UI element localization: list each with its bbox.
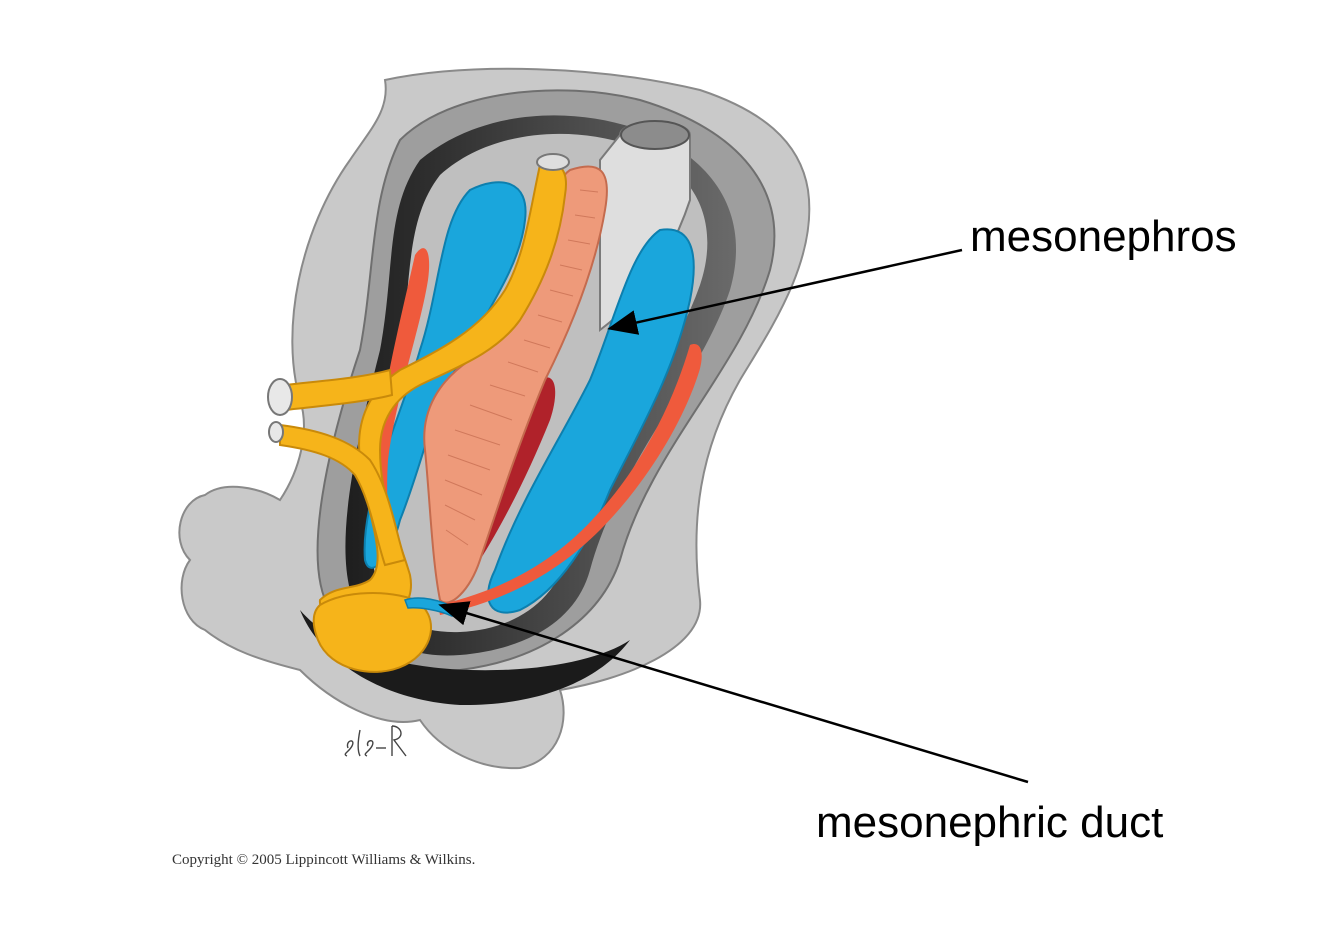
cloaca-opening bbox=[268, 421, 284, 443]
mesonephros-right bbox=[487, 228, 695, 614]
mesonephros-label: mesonephros bbox=[970, 212, 1237, 261]
gut-texture bbox=[444, 189, 599, 546]
cloaca-bulb bbox=[312, 592, 432, 673]
mesonephric-duct-label: mesonephric duct bbox=[816, 798, 1164, 847]
mesonephros-left bbox=[363, 181, 527, 569]
allantois-opening bbox=[536, 153, 570, 171]
hindgut-opening bbox=[267, 378, 293, 416]
mesonephric-duct-pointer-line bbox=[438, 601, 1029, 784]
aorta-opening bbox=[620, 120, 690, 150]
cloaca-duct bbox=[279, 423, 407, 567]
vessel-left bbox=[375, 248, 430, 613]
cavity-floor bbox=[300, 610, 630, 706]
artist-signature bbox=[344, 725, 407, 757]
copyright-notice: Copyright © 2005 Lippincott Williams & W… bbox=[172, 852, 476, 868]
hindgut-duct bbox=[284, 368, 394, 412]
mesonephros-pointer-line bbox=[607, 248, 963, 335]
